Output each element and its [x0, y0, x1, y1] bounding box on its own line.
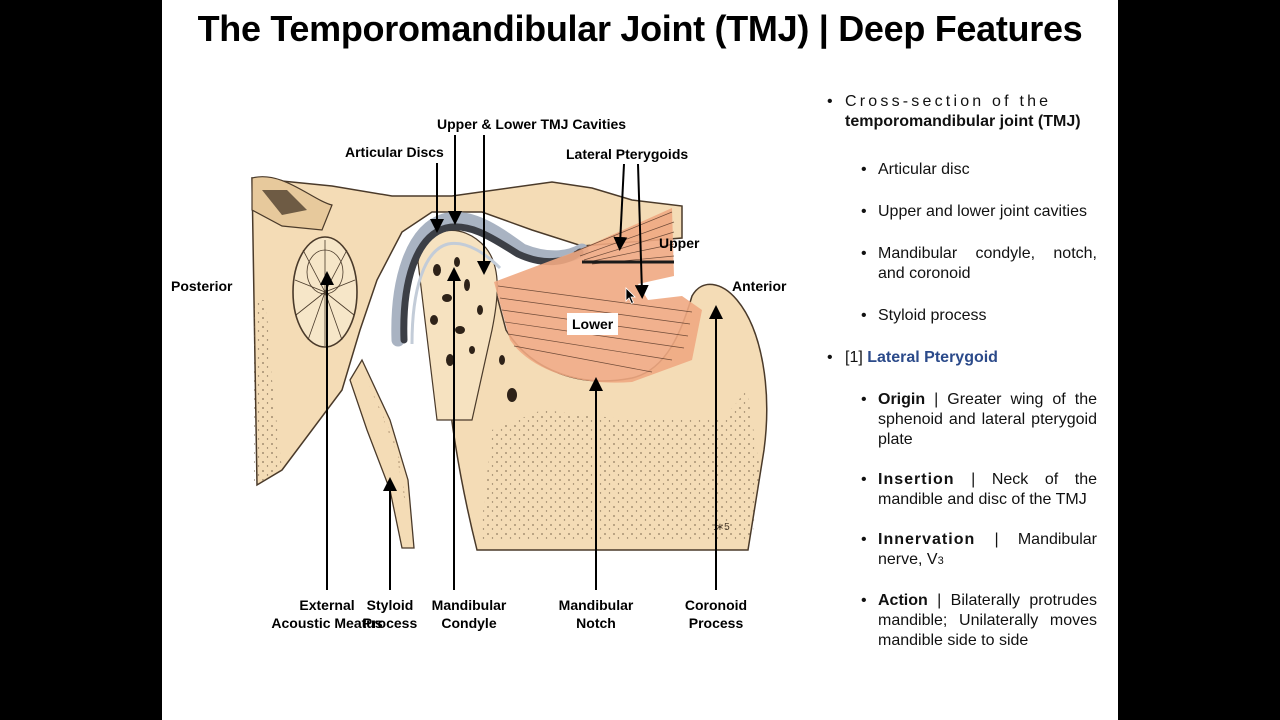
svg-text::∗5: :∗5	[713, 522, 730, 533]
muscle-number: [1]	[845, 349, 863, 366]
temporal-bone	[251, 177, 683, 487]
label-articular-discs: Articular Discs	[345, 144, 444, 160]
label-styloid-process: Styloid Process	[362, 597, 418, 631]
label-lateral-pterygoids: Lateral Pterygoids	[566, 146, 689, 162]
mouse-cursor-icon	[625, 287, 636, 305]
note-detail-innervation: Innervation | Mandibular nerve, V3	[827, 530, 1097, 571]
label-tmj-cavities: Upper & Lower TMJ Cavities	[437, 116, 627, 132]
label-external-acoustic-meatus: External Acoustic Meatus	[271, 597, 383, 631]
note-detail-origin: Origin | Greater wing of the sphenoid an…	[827, 390, 1097, 450]
lateral-pterygoid	[494, 208, 702, 383]
external-acoustic-meatus	[292, 236, 358, 348]
note-intro: Cross-section of the temporomandibular j…	[827, 92, 1097, 132]
note-intro-line2: temporomandibular joint (TMJ)	[845, 113, 1081, 130]
label-posterior: Posterior	[171, 278, 233, 294]
label-anterior: Anterior	[732, 278, 787, 294]
label-coronoid-process: Coronoid Process	[684, 597, 748, 631]
notes-panel: Cross-section of the temporomandibular j…	[827, 92, 1097, 651]
note-item: Styloid process	[827, 306, 1097, 326]
note-detail-insertion: Insertion | Neck of the mandible and dis…	[827, 470, 1097, 510]
label-upper: Upper	[659, 235, 700, 251]
note-detail-action: Action | Bilaterally protrudes mandible;…	[827, 591, 1097, 651]
note-item: Articular disc	[827, 160, 1097, 180]
label-mandibular-condyle: Mandibular Condyle	[431, 597, 507, 631]
label-lower: Lower	[567, 313, 619, 335]
note-item: Mandibular condyle, notch, and coronoid	[827, 244, 1097, 284]
label-mandibular-notch: Mandibular Notch	[558, 597, 634, 631]
note-muscle-heading: [1] Lateral Pterygoid	[827, 348, 1097, 368]
styloid-process	[349, 358, 415, 549]
tmj-diagram: :∗5	[251, 135, 768, 590]
slide: The Temporomandibular Joint (TMJ) | Deep…	[162, 0, 1118, 720]
slide-title: The Temporomandibular Joint (TMJ) | Deep…	[197, 8, 1083, 49]
note-intro-line1: Cross-section of the	[845, 93, 1052, 110]
note-item: Upper and lower joint cavities	[827, 202, 1097, 222]
upper-cavity	[391, 212, 589, 347]
muscle-name: Lateral Pterygoid	[867, 349, 998, 366]
